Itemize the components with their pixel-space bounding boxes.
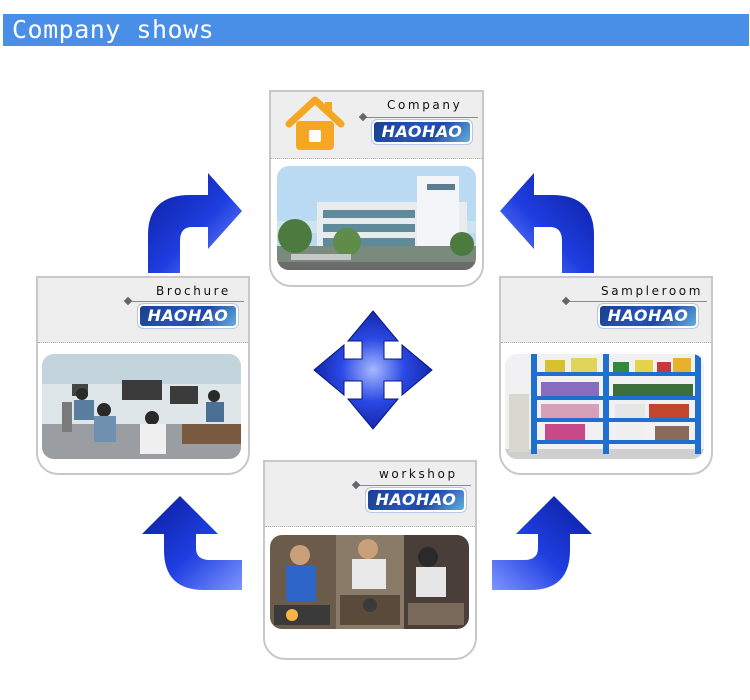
card-company-label: Company (387, 98, 463, 112)
sampleroom-logo: HAOHAO (598, 304, 698, 328)
company-leader-dot (358, 112, 368, 122)
workshop-logo: HAOHAO (366, 488, 466, 512)
workshop-workers-photo (270, 535, 469, 629)
brochure-office-photo (42, 354, 241, 459)
sampleroom-leader (567, 301, 707, 302)
card-sampleroom-label: Sampleroom (601, 284, 704, 298)
brochure-leader (130, 301, 244, 302)
sampleroom-leader-dot (561, 296, 571, 306)
card-brochure-label: Brochure (156, 284, 231, 298)
card-brochure: Brochure HAOHAO (36, 276, 250, 475)
sampleroom-shelves-photo (505, 354, 704, 459)
workshop-leader-dot (351, 480, 361, 490)
company-logo: HAOHAO (372, 120, 472, 144)
card-workshop-header: workshop HAOHAO (265, 462, 475, 527)
sampleroom-logo-text: HAOHAO (607, 306, 689, 325)
card-workshop: workshop HAOHAO (263, 460, 477, 660)
arrow-brochure-to-company-icon (148, 173, 242, 273)
section-banner: Company shows (3, 14, 749, 46)
card-company-header: Company HAOHAO (271, 92, 482, 159)
company-leader (363, 117, 478, 118)
brochure-logo: HAOHAO (138, 304, 238, 328)
card-sampleroom: Sampleroom HAOHAO (499, 276, 713, 475)
banner-title: Company shows (12, 15, 215, 44)
card-brochure-header: Brochure HAOHAO (38, 278, 248, 343)
house-icon (285, 96, 345, 150)
brochure-logo-text: HAOHAO (147, 306, 229, 325)
arrow-workshop-to-brochure-icon (142, 496, 242, 590)
company-building-photo (277, 166, 476, 270)
workshop-leader (357, 485, 471, 486)
brochure-leader-dot (123, 296, 133, 306)
card-company: Company HAOHAO (269, 90, 484, 287)
card-sampleroom-header: Sampleroom HAOHAO (501, 278, 711, 343)
arrow-workshop-to-sampleroom-icon (492, 496, 592, 590)
workshop-logo-text: HAOHAO (375, 490, 457, 509)
company-logo-text: HAOHAO (381, 122, 463, 141)
arrow-sampleroom-to-company-icon (500, 173, 594, 273)
four-way-arrow-icon (313, 310, 433, 430)
card-workshop-label: workshop (379, 467, 458, 481)
